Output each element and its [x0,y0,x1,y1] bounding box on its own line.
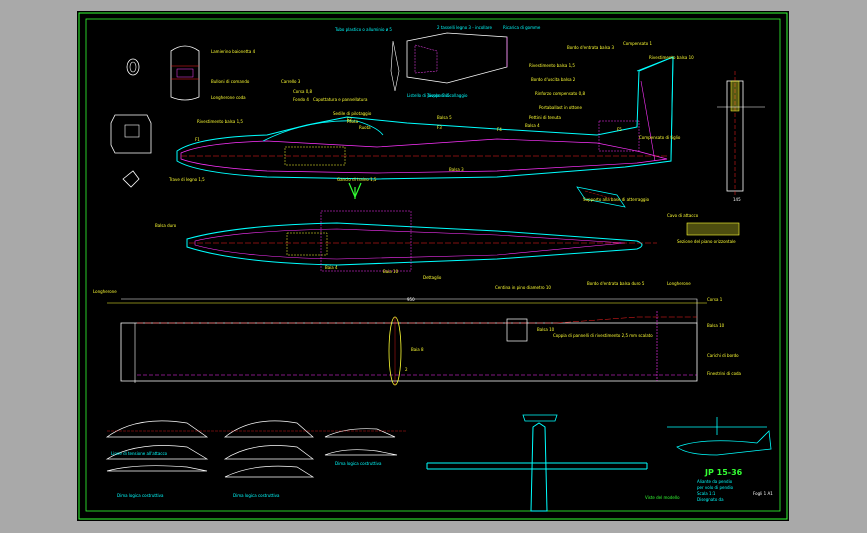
wing-label: Coppia di pannelli di rivestimento 2,5 m… [553,333,653,338]
fin-section [717,71,765,197]
title-text: JP 15-36 [704,468,743,477]
top-label: Ricarica di gomme [503,25,541,30]
wing-section-detail [576,186,626,208]
fuselage-label: Lamierino baionetta 4 [211,49,256,54]
wing-label: Longherone [667,281,691,286]
fin-label: Portaballast in ottone [539,105,582,110]
top-label: Tubo plastico o alluminio ø 5 [334,27,392,32]
airfoil-templates [105,420,407,478]
profile-label: 2 [405,367,408,372]
fuselage-label: Balsa 5 [437,115,452,120]
views-caption: Viste del modello [645,495,680,500]
plan-label: Cavo di attacco [667,213,699,218]
fuselage-label: Ruota [359,125,371,130]
glider-front-view [667,417,767,435]
drawing-canvas: Tubo plastico o alluminio ø 5 2 tasselli … [78,12,788,520]
fuselage-label: Gancio di traino 1,5 [337,177,377,182]
annotation-layer: Tubo plastico o alluminio ø 5 2 tasselli … [93,25,742,498]
former-f2 [170,45,200,101]
wing-label: Balsa 10 [537,327,555,332]
outer-frame [78,12,788,520]
canopy-pod [390,32,508,92]
fuselage-label: Capottatura e pannellatura [313,97,368,102]
wing-label: Bordo d'entrata balsa duro 5 [587,281,645,286]
fin-label: Pettini di tenuta [529,115,561,120]
glider-side-view [676,430,772,456]
fuselage-label: F4 [497,127,502,132]
former-f1 [126,58,140,76]
fuselage-label: Bulloni di comando [211,79,250,84]
fuselage-label: Balsa 3 [449,167,464,172]
fuselage-label: F3 [437,125,442,130]
fuselage-label: Rivestimento balsa 1,5 [197,119,243,124]
fin-label: Rivestimento balsa 1,5 [529,63,575,68]
top-label: 2 tasselli legno 3 - incollare [437,25,492,30]
wing-label: Finestrini di coda [707,371,742,376]
fuselage-label: Longherone coda [211,95,246,100]
title-line-1: Aliante da pendio [697,479,733,484]
plan-label: Balsa duro [155,223,177,228]
plan-label: Dettaglio [423,275,442,280]
dim-fin: 145 [733,197,741,202]
dim-span: 950 [407,297,415,302]
former-f3 [110,114,152,154]
fuselage-label: Carrello 3 [281,79,301,84]
wing-label: Corsa 1 [707,297,723,302]
plan-label: Baia 10 [383,269,399,274]
fuselage-label: Supporto alla base di atterraggio [583,197,650,202]
fuselage-label: Sedile di pilotaggio [333,111,372,116]
glider-top-view [426,414,648,512]
plan-label: Sezione del piano orizzontale [677,239,736,244]
fuselage-label: Pilota [347,119,359,124]
fin-label: Balsa 4 [525,123,540,128]
wing-label: Carichi di bordo [707,353,739,358]
title-line-2: per volo di pendio [697,485,734,490]
cad-viewport[interactable]: Tubo plastico o alluminio ø 5 2 tasselli … [77,11,789,521]
fuselage-plan [186,210,740,272]
fuselage-label: F5 [617,127,622,132]
fin-label: Bordo d'uscita balsa 2 [531,77,576,82]
airfoils-label: Dima logica costruttiva [335,461,382,466]
airfoils-label: Linee di tensione all'attacco [111,451,168,456]
fuselage-label: F1 [195,137,200,142]
wing-plan [107,298,707,386]
former-f4 [122,170,140,188]
fuselage-label: F2 [347,117,352,122]
inner-frame [85,18,781,512]
top-label: Tavole di incollaggio [426,93,468,98]
fuselage-label: Corsa 0,8 [293,89,313,94]
airfoils-label: Dima logica costruttiva [233,493,280,498]
wing-label: Balsa 10 [707,323,725,328]
wing-label: Longherone [93,289,117,294]
wing-label: Centina in pino diametro 10 [495,285,551,290]
sheet-number: Fogli 1 A1 [753,491,773,496]
fin-label: Rivestimento balsa 10 [649,55,694,60]
fuselage-side [176,56,674,199]
fin-label: Bordo d'entrata balsa 3 [567,45,615,50]
airfoils-label: Dima logica costruttiva [117,493,164,498]
title-line-4: Disegnato da [697,497,724,502]
fin-label: Compensato 1 [623,41,652,46]
fin-label: Rinforzo compensato 0,8 [535,91,585,96]
plan-label: Baia 4 [325,265,338,270]
fin-label: Compensato di tiglio [639,135,681,140]
fuselage-label: Trave di legno 1,5 [168,177,205,182]
top-label: Listello di pioppo 3x5 [407,93,450,98]
title-block: JP 15-36 Aliante da pendio per volo di p… [645,468,773,502]
profile-label: Baia 8 [411,347,424,352]
title-line-3: Scala 1:1 [697,491,716,496]
fuselage-label: Fondo 4 [293,97,309,102]
